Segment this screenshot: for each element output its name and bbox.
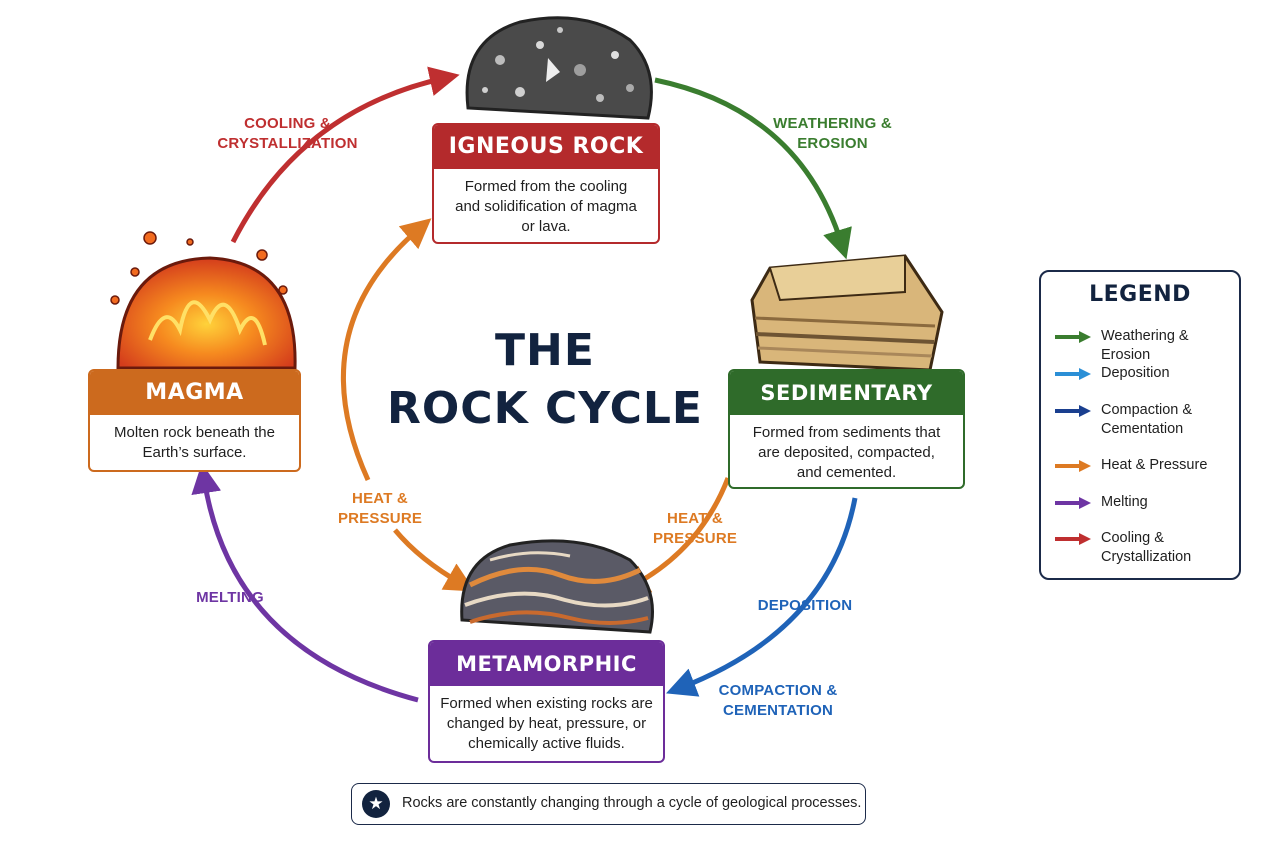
igneous-rock-icon: [465, 16, 653, 120]
arrow-icon: [1055, 497, 1091, 509]
sedimentary-rock-icon: [750, 254, 944, 372]
sedimentary-title: SEDIMENTARY ROCK: [730, 371, 963, 449]
metamorphic-description: Formed when existing rocks are changed b…: [440, 695, 653, 752]
metamorphic-title: METAMORPHIC ROCK: [430, 642, 663, 720]
star-icon: ★: [362, 790, 390, 818]
magma-icon: [110, 231, 297, 370]
magma-card: MAGMA Molten rock beneath the Earth’s su…: [88, 369, 301, 472]
footer-note: ★ Rocks are constantly changing through …: [351, 783, 866, 825]
heat-label-left: HEAT & PRESSURE: [337, 490, 423, 527]
weathering-arrow: [654, 77, 852, 260]
cooling-label: COOLING & CRYSTALLIZATION: [217, 115, 358, 152]
heat-arrow-right: [618, 477, 731, 594]
magma-description: Molten rock beneath the Earth’s surface.: [114, 424, 275, 461]
metamorphic-rock-icon: [460, 539, 654, 634]
main-title: THE ROCK CYCLE: [387, 325, 703, 434]
metamorphic-card: METAMORPHIC ROCK Formed when existing ro…: [428, 640, 665, 763]
cooling-arrow: [230, 66, 460, 244]
melting-label: MELTING: [196, 589, 264, 606]
sedimentary-description: Formed from sediments that are deposited…: [752, 424, 941, 481]
deposition-label: DEPOSITION: [757, 597, 853, 614]
legend-title: LEGEND: [1089, 282, 1191, 307]
footer-text: Rocks are constantly changing through a …: [402, 795, 862, 811]
igneous-title: IGNEOUS ROCK: [434, 125, 658, 169]
compaction-label: COMPACTION & CEMENTATION: [718, 682, 838, 719]
weathering-label: WEATHERING & EROSION: [773, 115, 892, 152]
heat-label-right: HEAT & PRESSURE: [652, 510, 738, 547]
magma-title: MAGMA: [90, 371, 299, 415]
igneous-card: IGNEOUS ROCK Formed from the cooling and…: [432, 123, 660, 244]
igneous-description: Formed from the cooling and solidificati…: [455, 178, 637, 235]
heat-arrow-left-down: [393, 528, 476, 592]
arrow-icon: [1055, 460, 1091, 472]
arrow-icon: [1055, 533, 1091, 545]
legend: LEGEND Weathering & Erosion Deposition C…: [1039, 270, 1241, 580]
arrow-icon: [1055, 331, 1091, 343]
heat-arrow-left-up: [341, 218, 432, 482]
sedimentary-card: SEDIMENTARY ROCK Formed from sediments t…: [728, 369, 965, 489]
deposition-arrow: [666, 497, 858, 697]
arrow-icon: [1055, 405, 1091, 417]
melting-arrow: [191, 463, 419, 703]
arrow-icon: [1055, 368, 1091, 380]
